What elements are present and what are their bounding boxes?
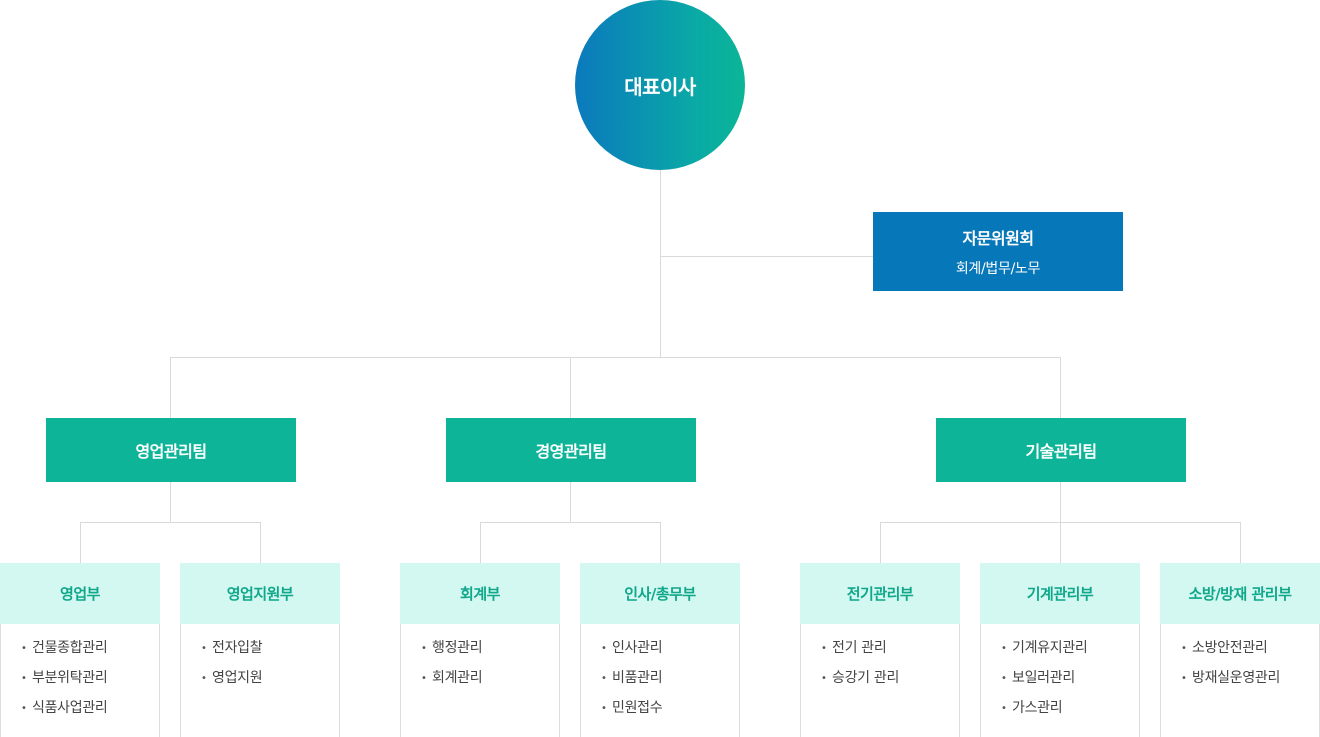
connector-advisory bbox=[660, 256, 873, 257]
connector-team-1-bar bbox=[480, 522, 661, 523]
dept-item: 부분위탁관리 bbox=[21, 668, 159, 698]
connector-dept-1-0-drop bbox=[480, 522, 481, 563]
dept-item: 승강기 관리 bbox=[821, 668, 959, 698]
dept-item-list: 전기 관리 승강기 관리 bbox=[801, 624, 959, 698]
connector-dept-2-2-drop bbox=[1240, 522, 1241, 563]
dept-body-fire-safety: 소방안전관리 방재실운영관리 bbox=[1160, 624, 1320, 737]
dept-item: 기계유지관리 bbox=[1001, 638, 1139, 668]
dept-item: 보일러관리 bbox=[1001, 668, 1139, 698]
dept-label: 영업부 bbox=[60, 585, 100, 603]
connector-dept-0-1-drop bbox=[260, 522, 261, 563]
dept-item: 전기 관리 bbox=[821, 638, 959, 668]
dept-item: 민원접수 bbox=[601, 698, 739, 728]
dept-item: 인사관리 bbox=[601, 638, 739, 668]
team-node-sales: 영업관리팀 bbox=[46, 418, 296, 482]
dept-head-hr-general: 인사/총무부 bbox=[580, 563, 740, 624]
connector-teams-bar bbox=[170, 357, 1061, 358]
dept-item: 소방안전관리 bbox=[1181, 638, 1319, 668]
team-node-technical: 기술관리팀 bbox=[936, 418, 1186, 482]
connector-dept-2-0-drop bbox=[880, 522, 881, 563]
dept-head-sales-support: 영업지원부 bbox=[180, 563, 340, 624]
connector-dept-1-1-drop bbox=[660, 522, 661, 563]
connector-team-2-drop bbox=[1060, 357, 1061, 418]
dept-item: 비품관리 bbox=[601, 668, 739, 698]
dept-item: 전자입찰 bbox=[201, 638, 339, 668]
dept-item-list: 기계유지관리 보일러관리 가스관리 bbox=[981, 624, 1139, 728]
connector-team-1-drop bbox=[570, 357, 571, 418]
team-label: 경영관리팀 bbox=[535, 442, 607, 461]
dept-head-electrical: 전기관리부 bbox=[800, 563, 960, 624]
advisory-title: 자문위원회 bbox=[962, 229, 1034, 248]
dept-head-sales: 영업부 bbox=[0, 563, 160, 624]
team-label: 기술관리팀 bbox=[1025, 442, 1097, 461]
dept-body-accounting: 행정관리 회계관리 bbox=[400, 624, 560, 737]
dept-label: 소방/방재 관리부 bbox=[1188, 585, 1292, 603]
dept-item-list: 전자입찰 영업지원 bbox=[181, 624, 339, 698]
connector-team-0-drop bbox=[170, 357, 171, 418]
dept-body-mechanical: 기계유지관리 보일러관리 가스관리 bbox=[980, 624, 1140, 737]
dept-label: 영업지원부 bbox=[226, 585, 294, 603]
ceo-label: 대표이사 bbox=[624, 74, 696, 99]
dept-body-hr-general: 인사관리 비품관리 민원접수 bbox=[580, 624, 740, 737]
connector-dept-2-1-drop bbox=[1060, 522, 1061, 563]
dept-label: 기계관리부 bbox=[1026, 585, 1094, 603]
dept-head-mechanical: 기계관리부 bbox=[980, 563, 1140, 624]
ceo-node: 대표이사 bbox=[575, 0, 745, 170]
dept-item: 영업지원 bbox=[201, 668, 339, 698]
dept-item-list: 소방안전관리 방재실운영관리 bbox=[1161, 624, 1319, 698]
advisory-subtitle: 회계/법무/노무 bbox=[955, 261, 1041, 277]
connector-team-2-stem bbox=[1060, 482, 1061, 522]
dept-item-list: 건물종합관리 부분위탁관리 식품사업관리 bbox=[1, 624, 159, 728]
connector-team-0-bar bbox=[80, 522, 261, 523]
dept-label: 전기관리부 bbox=[846, 585, 914, 603]
dept-label: 인사/총무부 bbox=[624, 585, 696, 603]
dept-head-accounting: 회계부 bbox=[400, 563, 560, 624]
dept-item-list: 인사관리 비품관리 민원접수 bbox=[581, 624, 739, 728]
dept-item: 회계관리 bbox=[421, 668, 559, 698]
dept-item-list: 행정관리 회계관리 bbox=[401, 624, 559, 698]
dept-item: 방재실운영관리 bbox=[1181, 668, 1319, 698]
dept-item: 행정관리 bbox=[421, 638, 559, 668]
team-node-management: 경영관리팀 bbox=[446, 418, 696, 482]
dept-body-sales: 건물종합관리 부분위탁관리 식품사업관리 bbox=[0, 624, 160, 737]
dept-body-electrical: 전기 관리 승강기 관리 bbox=[800, 624, 960, 737]
connector-ceo-trunk bbox=[660, 170, 661, 357]
dept-item: 건물종합관리 bbox=[21, 638, 159, 668]
dept-label: 회계부 bbox=[460, 585, 500, 603]
dept-head-fire-safety: 소방/방재 관리부 bbox=[1160, 563, 1320, 624]
connector-team-0-stem bbox=[170, 482, 171, 522]
team-label: 영업관리팀 bbox=[135, 442, 207, 461]
advisory-committee-node: 자문위원회 회계/법무/노무 bbox=[873, 212, 1123, 291]
dept-body-sales-support: 전자입찰 영업지원 bbox=[180, 624, 340, 737]
connector-team-1-stem bbox=[570, 482, 571, 522]
dept-item: 가스관리 bbox=[1001, 698, 1139, 728]
connector-dept-0-0-drop bbox=[80, 522, 81, 563]
dept-item: 식품사업관리 bbox=[21, 698, 159, 728]
